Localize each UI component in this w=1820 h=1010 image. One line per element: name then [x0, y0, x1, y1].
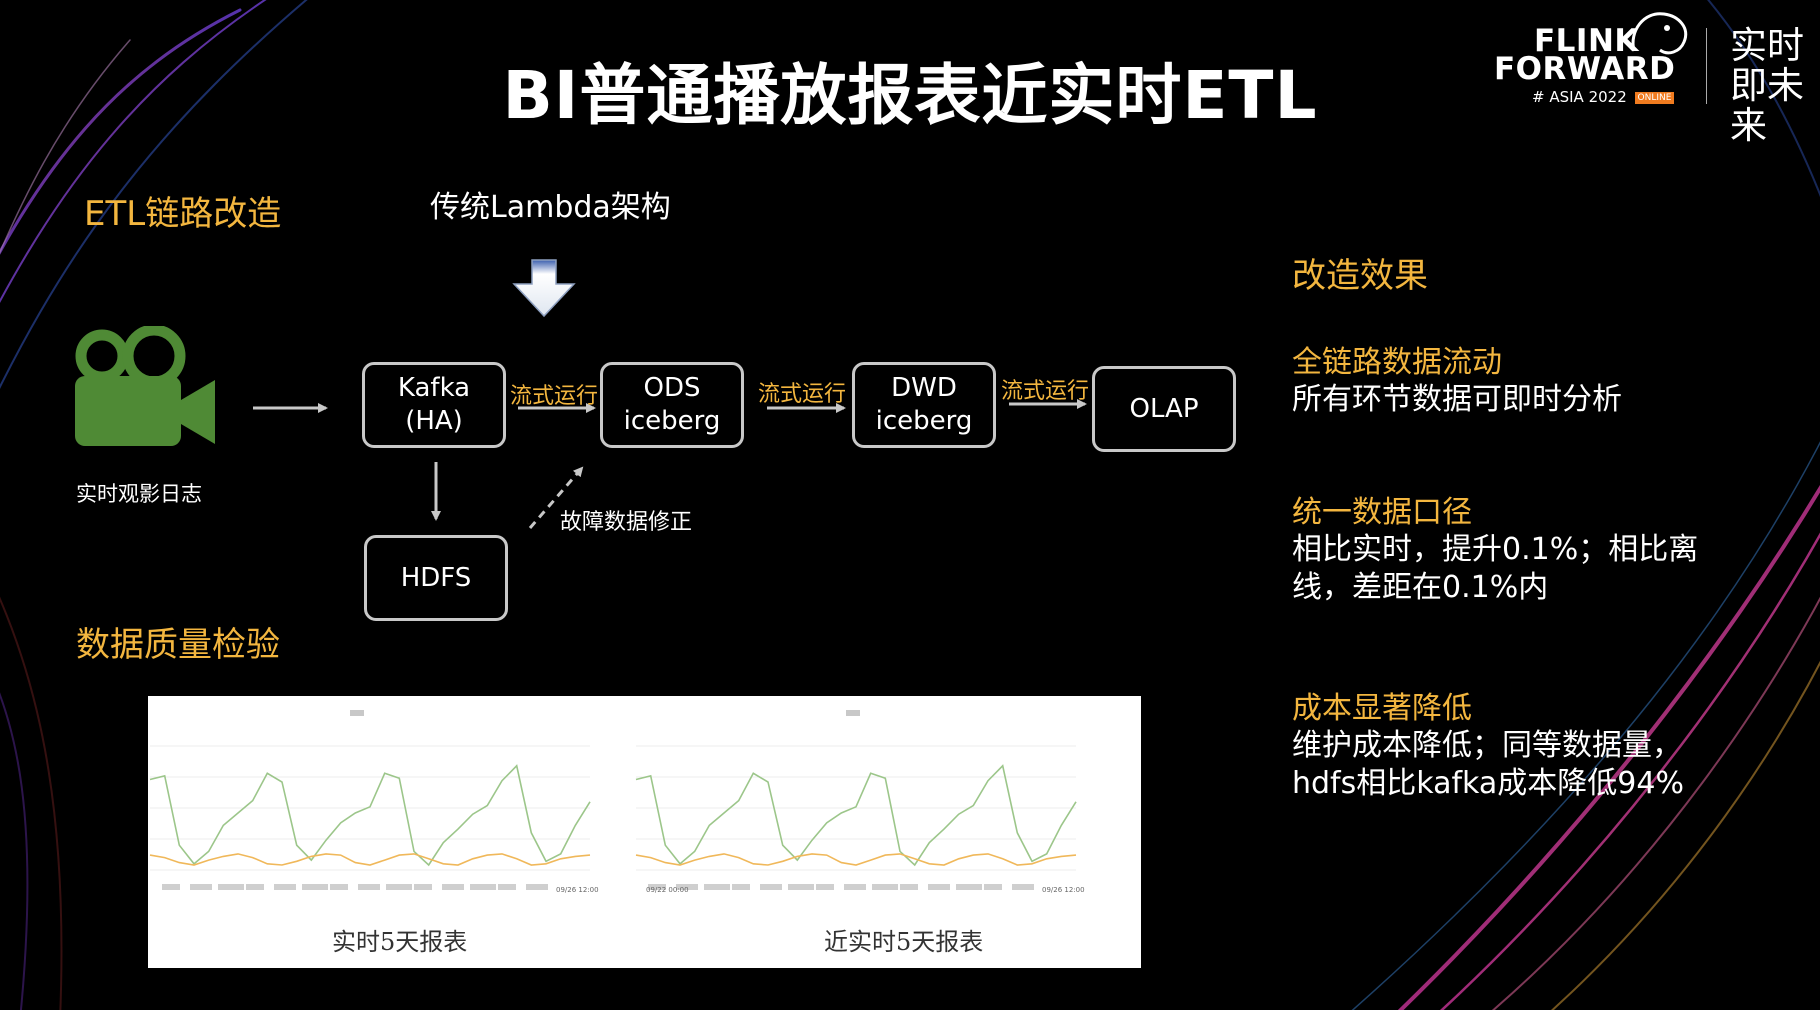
blurred-tick-label — [190, 884, 212, 890]
blurred-tick-label — [872, 884, 898, 890]
ods-iceberg-label: iceberg — [623, 406, 721, 436]
blurred-tick-label — [928, 884, 950, 890]
effects-heading: 改造效果 — [1292, 256, 1428, 296]
blurred-chart-title — [350, 710, 364, 716]
blurred-tick-label — [330, 884, 348, 890]
blurred-tick-label — [704, 884, 730, 890]
logo-line-2: FORWARD — [1494, 51, 1676, 87]
near-realtime-report-chart: 09/22 00:00 09/26 12:00 — [635, 710, 1085, 894]
logo-line-1: FLINK — [1534, 23, 1639, 59]
blurred-tick-label — [470, 884, 496, 890]
report-charts: 09/26 12:00 09/22 00:00 09/26 12:00 — [149, 710, 1085, 894]
blurred-tick-label — [442, 884, 464, 890]
fault-fix-label: 故障数据修正 — [560, 510, 693, 535]
chart-caption-realtime: 实时5天报表 — [332, 928, 468, 956]
effect-text: 所有环节数据可即时分析 — [1292, 382, 1622, 417]
ods-node: ODS iceberg — [600, 362, 744, 448]
olap-label: OLAP — [1129, 393, 1199, 424]
effect-title: 统一数据口径 — [1292, 495, 1472, 530]
blurred-tick-label — [218, 884, 244, 890]
dwd-label: DWD — [891, 373, 957, 403]
video-camera-icon — [75, 326, 215, 446]
blurred-tick-label — [274, 884, 296, 890]
blurred-tick-label — [246, 884, 264, 890]
online-badge: ONLINE — [1634, 92, 1675, 104]
dwd-iceberg-label: iceberg — [875, 406, 973, 436]
blurred-tick-label — [302, 884, 328, 890]
effect-text: hdfs相比kafka成本降低94% — [1292, 766, 1684, 801]
blurred-tick-label — [414, 884, 432, 890]
effect-item: 成本显著降低 维护成本降低；同等数据量， hdfs相比kafka成本降低94% — [1292, 683, 1792, 803]
blurred-tick-label — [1012, 884, 1034, 890]
blurred-tick-label — [676, 884, 698, 890]
effects-panel: 改造效果 全链路数据流动 所有环节数据可即时分析 统一数据口径 相比实时，提升0… — [1292, 248, 1792, 803]
blurred-tick-label — [358, 884, 380, 890]
effect-title: 全链路数据流动 — [1292, 345, 1502, 380]
olap-node: OLAP — [1092, 366, 1236, 452]
dwd-node: DWD iceberg — [852, 362, 996, 448]
logo-event: # ASIA 2022 — [1532, 88, 1627, 106]
hdfs-label: HDFS — [400, 562, 472, 593]
edge-label-dwd-olap: 流式运行 — [1001, 379, 1090, 404]
blurred-tick-label — [956, 884, 982, 890]
blurred-tick-label — [386, 884, 412, 890]
blurred-tick-label — [648, 884, 666, 890]
blurred-tick-label — [844, 884, 866, 890]
x-tick-label: 09/22 00:00 — [646, 886, 689, 894]
effect-text: 线，差距在0.1%内 — [1292, 570, 1549, 605]
effect-item: 统一数据口径 相比实时，提升0.1%；相比离 线，差距在0.1%内 — [1292, 487, 1792, 607]
lambda-architecture-label: 传统Lambda架构 — [430, 190, 671, 225]
blurred-tick-label — [732, 884, 750, 890]
chart-caption-near-realtime: 近实时5天报表 — [824, 928, 984, 956]
page-title: BI普通播放报表近实时ETL — [502, 57, 1318, 134]
etl-section-label: ETL链路改造 — [84, 194, 282, 234]
flink-forward-logo: FLINK FORWARD # ASIA 2022 ONLINE — [1494, 12, 1688, 108]
blurred-tick-label — [900, 884, 918, 890]
edge-label-ods-dwd: 流式运行 — [758, 382, 847, 407]
down-arrow-icon — [512, 259, 576, 318]
x-tick-label: 09/26 12:00 — [1042, 886, 1085, 894]
quality-charts-panel: 09/26 12:00 09/22 00:00 09/26 12:00 实时5天报… — [148, 696, 1141, 968]
effect-title: 成本显著降低 — [1292, 691, 1472, 726]
logo-divider — [1706, 28, 1707, 104]
blurred-tick-label — [816, 884, 834, 890]
edge-label-kafka-ods: 流式运行 — [510, 384, 599, 409]
blurred-tick-label — [788, 884, 814, 890]
blurred-tick-label — [162, 884, 180, 890]
blurred-chart-title — [846, 710, 860, 716]
kafka-label: Kafka — [397, 373, 471, 403]
effect-text: 相比实时，提升0.1%；相比离 — [1292, 532, 1699, 567]
kafka-node: Kafka (HA) — [362, 362, 506, 448]
blurred-tick-label — [984, 884, 1002, 890]
x-tick-label: 09/26 12:00 — [556, 886, 599, 894]
realtime-report-chart: 09/26 12:00 — [149, 710, 599, 894]
blurred-tick-label — [760, 884, 782, 890]
series-line-1 — [149, 853, 591, 866]
blurred-tick-label — [526, 884, 548, 890]
series-line-0 — [635, 764, 1077, 867]
blurred-tick-label — [498, 884, 516, 890]
series-line-1 — [635, 853, 1077, 866]
hdfs-node: HDFS — [364, 535, 508, 621]
series-line-0 — [149, 764, 591, 867]
logo-sub: # ASIA 2022 ONLINE — [1532, 88, 1675, 106]
ods-label: ODS — [643, 373, 701, 403]
data-quality-label: 数据质量检验 — [76, 625, 280, 665]
logo-slogan: 实时即未来 — [1730, 24, 1804, 147]
kafka-ha-label: (HA) — [405, 406, 463, 436]
effect-text: 维护成本降低；同等数据量， — [1292, 728, 1682, 763]
squirrel-icon — [1631, 12, 1688, 55]
effect-item: 全链路数据流动 所有环节数据可即时分析 — [1292, 337, 1792, 419]
camera-caption: 实时观影日志 — [76, 482, 202, 506]
